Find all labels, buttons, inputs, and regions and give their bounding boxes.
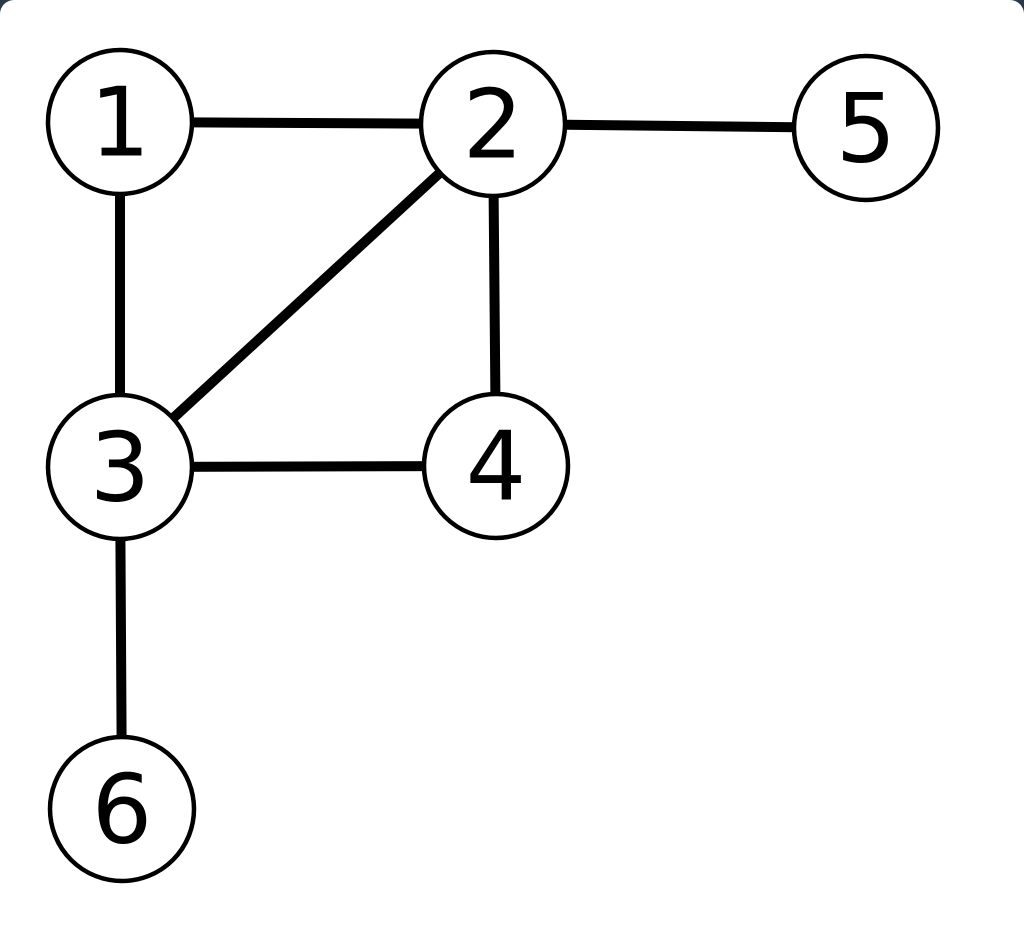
graph-node-3: 3	[45, 392, 195, 542]
node-circle-5	[791, 53, 941, 203]
node-label-2: 2	[463, 71, 523, 181]
node-circle-3	[45, 392, 195, 542]
graph-node-5: 5	[791, 53, 941, 203]
node-circle-6	[47, 734, 197, 884]
node-label-1: 1	[90, 69, 150, 179]
node-label-5: 5	[836, 75, 896, 185]
node-label-3: 3	[90, 414, 150, 524]
node-circle-1	[45, 47, 195, 197]
node-circle-4	[421, 391, 571, 541]
graph-node-2: 2	[418, 49, 568, 199]
graph-node-1: 1	[45, 47, 195, 197]
node-label-6: 6	[92, 756, 152, 866]
graph-node-4: 4	[421, 391, 571, 541]
edge-2-3	[116, 120, 497, 471]
nodes-layer: 1 2 5 3 4 6	[45, 47, 941, 884]
node-label-4: 4	[466, 413, 526, 523]
graph-node-6: 6	[47, 734, 197, 884]
node-circle-2	[418, 49, 568, 199]
